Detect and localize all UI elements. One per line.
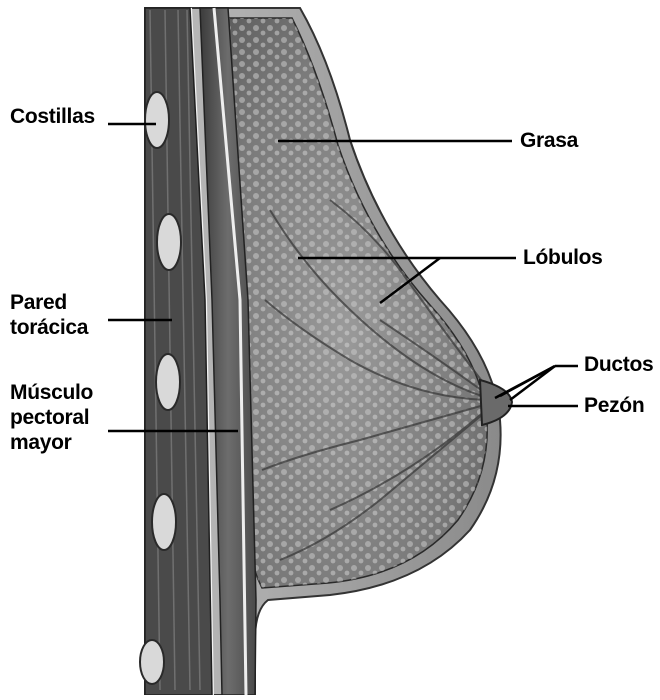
label-musculo-pectoral-mayor: Músculo pectoral mayor: [10, 380, 93, 455]
label-lobulos: Lóbulos: [523, 245, 603, 270]
rib: [152, 494, 176, 550]
rib: [156, 354, 180, 410]
label-costillas: Costillas: [10, 104, 95, 129]
rib: [157, 214, 181, 270]
label-pared-toracica: Pared torácica: [10, 290, 88, 340]
label-grasa: Grasa: [520, 128, 578, 153]
rib: [145, 92, 169, 148]
leader-ductos-2: [500, 366, 555, 396]
rib: [140, 640, 164, 684]
label-ductos: Ductos: [584, 352, 653, 377]
leader-ductos-3: [510, 366, 555, 400]
label-pezon: Pezón: [584, 393, 644, 418]
nipple: [480, 380, 512, 425]
